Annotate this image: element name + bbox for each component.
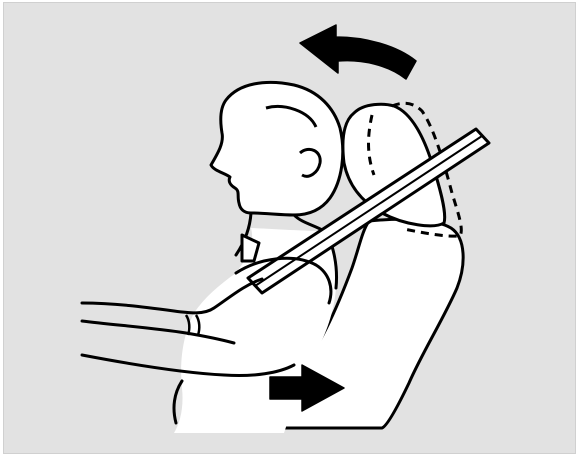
seat-diagram: [4, 3, 577, 455]
curved-arrow-left-icon: [300, 25, 416, 79]
head: [211, 82, 343, 215]
illustration-panel: [3, 2, 576, 454]
